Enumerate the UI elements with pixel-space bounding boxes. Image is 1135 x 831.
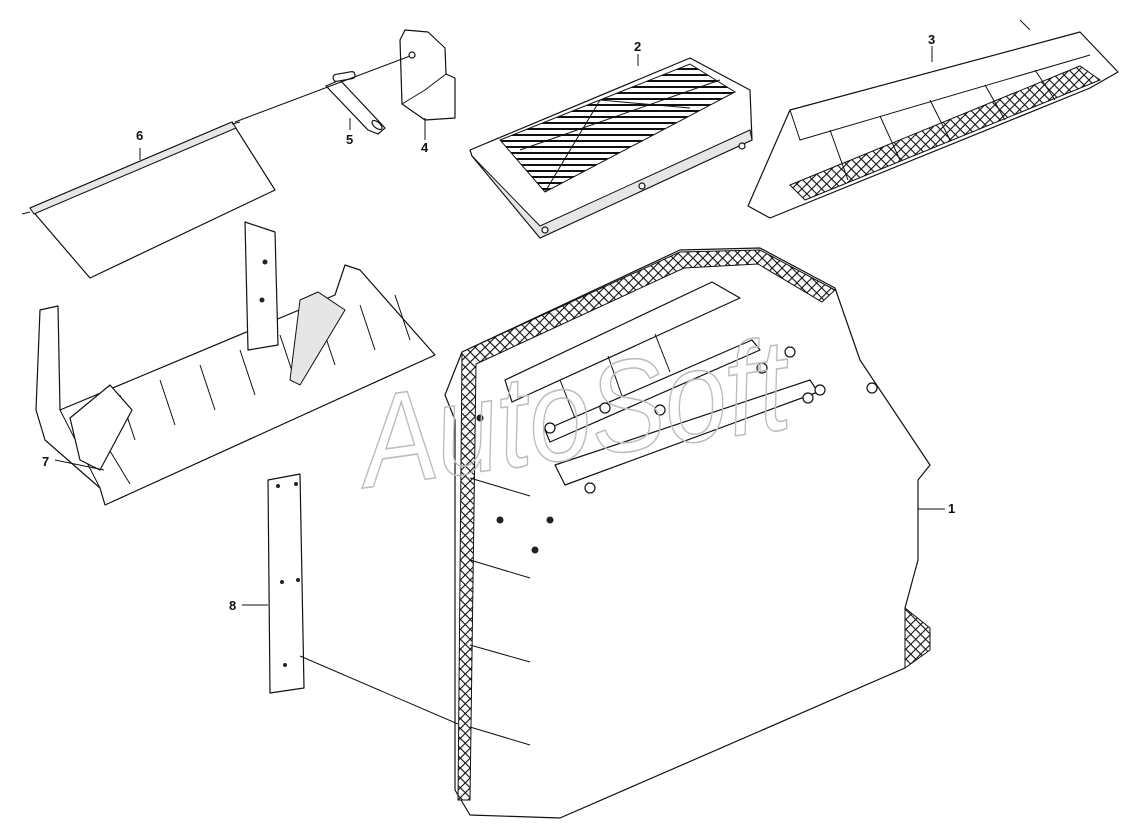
- part-4-bracket-plate: [399, 29, 456, 121]
- part-1-main-housing: [444, 247, 931, 819]
- callout-2: 2: [634, 39, 641, 54]
- callout-7: 7: [42, 454, 49, 469]
- part-3-grille-duct: [747, 19, 1119, 219]
- part-8-strip-plate: [267, 473, 305, 694]
- callout-5: 5: [346, 132, 353, 147]
- callout-3: 3: [928, 32, 935, 47]
- callout-6: 6: [136, 128, 143, 143]
- part-2-filter-frame: [469, 57, 753, 239]
- part-6-hinged-flap: [21, 121, 276, 279]
- part-7-frame-tray: [35, 221, 436, 506]
- callout-labels: 1 2 3 4 5 6 7 8: [42, 32, 955, 613]
- part-5-lever: [325, 71, 386, 135]
- leader-lines: [54, 46, 945, 725]
- callout-8: 8: [229, 598, 236, 613]
- callout-1: 1: [948, 501, 955, 516]
- callout-4: 4: [421, 140, 429, 155]
